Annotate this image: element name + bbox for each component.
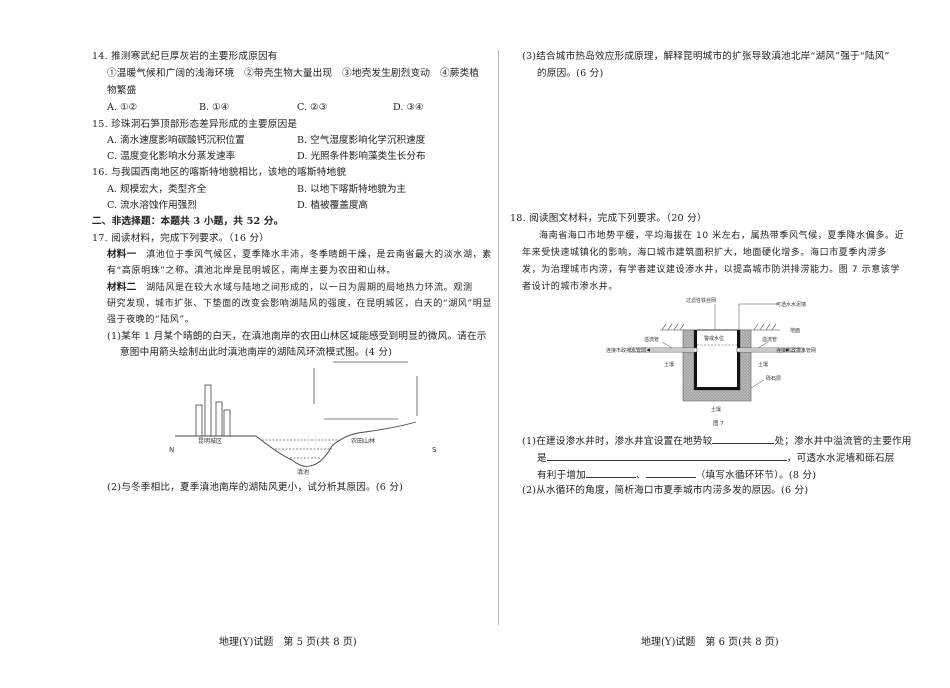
q16-option-d: D. 植被覆盖度高 <box>297 200 369 211</box>
q17-material2-line1: 材料二 湖陆风是在较大水域与陆地之间形成的，以一日为周期的局地热力环流。观测 <box>107 281 473 295</box>
q14-items-cont: 物繁盛 <box>107 85 137 96</box>
q17-sub2: (2)与冬季相比，夏季滇池南岸的湖陆风更小，试分析其原因。(6 分) <box>107 482 404 493</box>
q14-option-c: C. ②③ <box>297 102 328 113</box>
label-north: N <box>169 446 174 454</box>
q17-material1-line1: 材料一 滇池位于季风气候区，夏季降水丰沛，冬季晴朗干燥，是云南省最大的淡水湖，素 <box>107 248 492 262</box>
infiltration-well-figure: 过滤性铁丝网 可透水水泥墙 地面 溢流管 溢流管 警戒水位 连接市政排水管网 连… <box>606 297 816 427</box>
q15-option-b: B. 空气湿度影响化学沉积速度 <box>297 135 426 146</box>
q18-sub1-line1: (1)在建设渗水井时，渗水井宜设置在地势较 处；渗水井中溢流管的主要作用 <box>522 433 912 449</box>
q17-material2-line3: 强于夜晚的“陆风”。 <box>107 315 195 325</box>
q14-stem: 14. 推测寒武纪巨厚灰岩的主要形成原因有 <box>92 51 278 62</box>
section2-heading: 二、非选择题：本题共 3 小题，共 52 分。 <box>92 216 284 227</box>
label-permeable-wall: 可透水水泥墙 <box>776 301 806 308</box>
lake-breeze-diagram[interactable]: 昆明城区 农田山林 滇池 N S <box>150 360 450 480</box>
material2-label: 材料二 <box>107 282 137 293</box>
label-soil-right: 土壤 <box>758 361 768 368</box>
q17-sub3: (3)结合城市热岛效应形成原理，解释昆明城市的扩张导致滇池北岸“湖风”强于“陆风… <box>522 51 890 62</box>
q15-option-c: C. 温度变化影响水分蒸发速率 <box>107 151 236 162</box>
label-overflow-right: 溢流管 <box>762 336 777 343</box>
left-page: 14. 推测寒武纪巨厚灰岩的主要形成原因有 ①温暖气候和广阔的浅海环境 ②带壳生… <box>92 51 492 648</box>
label-ground: 地面 <box>790 327 800 334</box>
q14-option-a: A. ①② <box>107 102 138 113</box>
q17-material1-line2: 有“高原明珠”之称。滇池北岸是昆明城区，南岸主要为农田和山林。 <box>107 266 396 276</box>
label-filter-mesh: 过滤性铁丝网 <box>686 297 716 304</box>
q15-option-a: A. 滴水速度影响碳酸钙沉积位置 <box>107 135 245 146</box>
answer-blank-overflow-function[interactable] <box>546 450 787 461</box>
material2-text: 湖陆风是在较大水域与陆地之间形成的，以一日为周期的局地热力环流。观测 <box>146 283 473 293</box>
q15-option-d: D. 光照条件影响藻类生长分布 <box>297 151 426 162</box>
q16-option-b: B. 以地下喀斯特地貌为主 <box>297 184 407 195</box>
page-divider <box>498 50 499 625</box>
material1-text: 滇池位于季风气候区，夏季降水丰沛，冬季晴朗干燥，是云南省最大的淡水湖，素 <box>146 250 492 260</box>
q16-stem: 16. 与我国西南地区的喀斯特地貌相比，该地的喀斯特地貌 <box>92 167 347 178</box>
q17-sub3-cont: 的原因。(6 分) <box>537 68 604 79</box>
label-soil-left: 土壤 <box>664 361 674 368</box>
q18-para-line2: 年来受快速城镇化的影响，海口城市建筑面积扩大，地面硬化增多。海口市夏季内涝多 <box>522 248 887 258</box>
answer-blank-cycle-1[interactable] <box>585 467 636 478</box>
q18-para-line3: 发，为治理城市内涝，有学者建议建设渗水井，以提高城市防洪排涝能力。图 7 示意该… <box>522 265 901 275</box>
label-city: 昆明城区 <box>198 438 222 445</box>
terrain-profile <box>175 421 417 467</box>
right-page: (3)结合城市热岛效应形成原理，解释昆明城市的扩张导致滇池北岸“湖风”强于“陆风… <box>499 0 950 688</box>
label-soil-bottom: 土壤 <box>711 406 721 413</box>
q18-sub1-text-b: 处；渗水井中溢流管的主要作用 <box>774 436 912 447</box>
q18-para-line1: 海南省海口市地势平缓，平均海拔在 10 米左右，属热带季风气候，夏季降水偏多。近 <box>539 231 905 241</box>
figure-caption: 图 7 <box>713 419 724 427</box>
q18-sub1-text-g: （填写水循环环节）。(8 分) <box>695 470 817 481</box>
answer-blank-cycle-2[interactable] <box>645 467 696 478</box>
material1-label: 材料一 <box>107 249 137 260</box>
q18-sub2: (2)从水循环的角度，简析海口市夏季城市内涝多发的原因。(6 分) <box>522 485 809 496</box>
q18-sub1-text-c: 是 <box>537 453 547 464</box>
q17-sub1-cont: 意图中用箭头绘制出此时滇池南岸的湖陆风环流模式图。(4 分) <box>120 347 393 358</box>
q14-items: ①温暖气候和广阔的浅海环境 ②带壳生物大量出现 ③地壳发生剧烈变动 ④蕨类植 <box>107 68 480 79</box>
label-pipe-left: 连接市政排水管网 <box>606 347 646 354</box>
q16-option-c: C. 流水溶蚀作用强烈 <box>107 200 197 211</box>
q18-sub1-text-f: 、 <box>635 470 646 481</box>
q14-option-d: D. ③④ <box>393 102 424 113</box>
label-farmland: 农田山林 <box>351 437 375 445</box>
q17-stem: 17. 阅读材料，完成下列要求。（16 分） <box>92 233 270 244</box>
q16-option-a: A. 规模宏大，类型齐全 <box>107 184 207 195</box>
q18-sub1-text-e: 有利于增加 <box>537 470 586 481</box>
label-south: S <box>432 446 437 454</box>
label-gravel: 砾石层 <box>766 375 781 382</box>
right-page-footer: 地理(Y)试题 第 6 页(共 8 页) <box>641 637 779 648</box>
answer-blank-terrain[interactable] <box>712 433 775 444</box>
q17-sub1: (1)某年 1 月某个晴朗的白天，在滇池南岸的农田山林区域能感受到明显的微风。请… <box>107 331 487 342</box>
label-warning-level: 警戒水位 <box>704 335 724 342</box>
q18-sub1-text-a: (1)在建设渗水井时，渗水井宜设置在地势较 <box>522 436 713 447</box>
label-pipe-right: 连接市政排水管网 <box>776 347 816 354</box>
label-overflow-left: 溢流管 <box>644 336 659 343</box>
left-page-footer: 地理(Y)试题 第 5 页(共 8 页) <box>219 637 357 648</box>
label-lake: 滇池 <box>297 468 309 476</box>
q18-sub1-text-d: ，可透水水泥墙和砾石层 <box>786 453 895 464</box>
q15-stem: 15. 珍珠洞石笋顶部形态差异形成的主要原因是 <box>92 119 298 130</box>
q18-sub1-line3: 有利于增加 、 （填写水循环环节）。(8 分) <box>537 467 816 483</box>
q14-option-b: B. ①④ <box>199 102 230 113</box>
q18-sub1-line2: 是 ，可透水水泥墙和砾石层 <box>537 450 895 466</box>
q18-para-line4: 者设计的城市渗水井。 <box>522 282 619 292</box>
q18-stem: 18. 阅读图文材料，完成下列要求。（20 分） <box>510 213 707 224</box>
city-buildings <box>195 384 231 437</box>
q17-material2-line2: 研究发现，城市扩张、下垫面的改变会影响湖陆风的强度，在昆明城区，白天的“湖风”明… <box>107 299 492 309</box>
